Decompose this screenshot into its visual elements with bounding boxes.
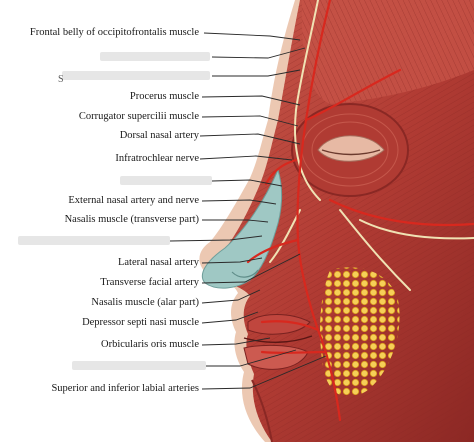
hidden-label-mask-17 — [72, 361, 206, 370]
label-transverse-facial-artery: Transverse facial artery — [100, 277, 199, 288]
leader-line-13 — [201, 253, 301, 284]
hidden-label-mask-11 — [18, 236, 170, 245]
hidden-label-mask-3: S — [58, 71, 210, 85]
label-lateral-nasal-artery: Lateral nasal artery — [117, 257, 199, 268]
label-superior-inferior-labial-arteries: Superior and inferior labial arteries — [51, 383, 199, 394]
leader-line-4 — [201, 95, 301, 106]
leader-line-12 — [201, 257, 263, 264]
leader-line-14 — [201, 289, 261, 304]
leader-line-6 — [199, 133, 301, 145]
nose-cartilage — [201, 168, 283, 289]
leader-line-15 — [201, 311, 259, 324]
nerve-branches — [269, 0, 474, 291]
label-frontal-belly-occipitofrontalis: Frontal belly of occipitofrontalis muscl… — [29, 27, 199, 38]
label-nasalis-alar: Nasalis muscle (alar part) — [91, 297, 199, 308]
label-infratrochlear-nerve: Infratrochlear nerve — [115, 153, 199, 164]
upper-lip — [247, 314, 311, 335]
eyelid — [317, 135, 385, 162]
leader-line-10 — [202, 219, 269, 223]
leader-line-18 — [201, 355, 327, 390]
leader-line-17 — [206, 349, 297, 367]
leader-line-8 — [211, 179, 283, 187]
hidden-label-mask-2 — [100, 52, 210, 61]
label-depressor-septi-nasi: Depressor septi nasi muscle — [82, 317, 199, 328]
leader-line-2 — [211, 47, 306, 59]
label-corrugator-supercilii: Corrugator supercilii muscle — [78, 111, 199, 122]
label-orbicularis-oris: Orbicularis oris muscle — [101, 339, 199, 350]
leader-line-11 — [169, 235, 263, 242]
artery-branches — [246, 0, 474, 422]
label-procerus-muscle: Procerus muscle — [129, 91, 199, 102]
leader-line-7 — [199, 155, 293, 161]
hidden-label-mask-8 — [120, 176, 212, 185]
leader-line-16 — [201, 337, 271, 346]
label-nasalis-transverse: Nasalis muscle (transverse part) — [64, 214, 199, 225]
label-external-nasal-artery-nerve: External nasal artery and nerve — [68, 195, 199, 206]
buccal-fat — [320, 267, 400, 397]
leader-line-1 — [203, 32, 301, 41]
label-dorsal-nasal-artery: Dorsal nasal artery — [119, 130, 199, 141]
leader-line-5 — [201, 115, 299, 127]
leader-line-9 — [201, 199, 277, 205]
leader-line-3 — [212, 69, 301, 77]
